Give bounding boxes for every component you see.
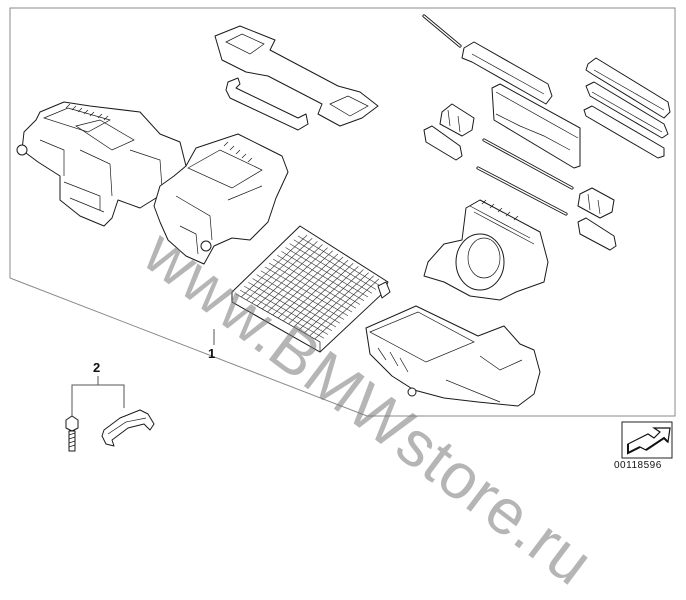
flap-right-3[interactable] [583, 105, 665, 159]
seal-frame-long[interactable] [214, 25, 379, 127]
seal-strip-curved[interactable] [225, 77, 309, 131]
core-grid-line [293, 266, 359, 328]
reference-number: 00118596 [614, 460, 662, 471]
core-grid-line [298, 269, 364, 331]
rod-3[interactable] [476, 166, 568, 216]
lower-housing-tray[interactable] [365, 305, 541, 407]
core-grid-line [309, 275, 374, 337]
core-grid-line [283, 259, 349, 322]
heater-core-grid[interactable] [231, 225, 391, 353]
core-grid-line [272, 258, 357, 309]
flap-right-2[interactable] [585, 81, 669, 139]
flap-center-large[interactable] [491, 83, 581, 169]
callout-1-label[interactable]: 1 [208, 346, 216, 361]
navigation-arrow-icon [621, 421, 673, 459]
small-bracket-2[interactable] [577, 217, 617, 251]
group-frame [9, 7, 676, 417]
core-grid-line [289, 243, 373, 294]
center-housing-half[interactable] [153, 133, 289, 265]
core-grid-line [297, 235, 381, 287]
core-grid-line [285, 247, 369, 298]
flap-right-1[interactable] [585, 57, 671, 119]
callout-2-label[interactable]: 2 [93, 360, 101, 375]
bolt[interactable] [65, 415, 79, 452]
core-grid-line [304, 272, 369, 334]
core-grid-line [277, 254, 361, 305]
core-grid-line [293, 239, 377, 290]
core-grid-line [281, 251, 365, 302]
rod-2[interactable] [482, 138, 574, 190]
clip[interactable] [101, 409, 155, 447]
callout-2-leader [71, 384, 125, 416]
rod-1[interactable] [422, 14, 462, 48]
core-grid-line [277, 256, 344, 319]
small-bracket-1[interactable] [423, 125, 463, 161]
small-actuator-2[interactable] [577, 187, 615, 219]
flap-upper[interactable] [461, 41, 553, 105]
left-housing-half[interactable] [16, 101, 187, 227]
parts-diagram [9, 7, 676, 459]
blower-housing[interactable] [423, 199, 549, 301]
core-grid-line [314, 278, 380, 340]
small-actuator-1[interactable] [439, 103, 475, 137]
core-grid-line [288, 263, 354, 325]
core-grid-lines [239, 234, 381, 340]
